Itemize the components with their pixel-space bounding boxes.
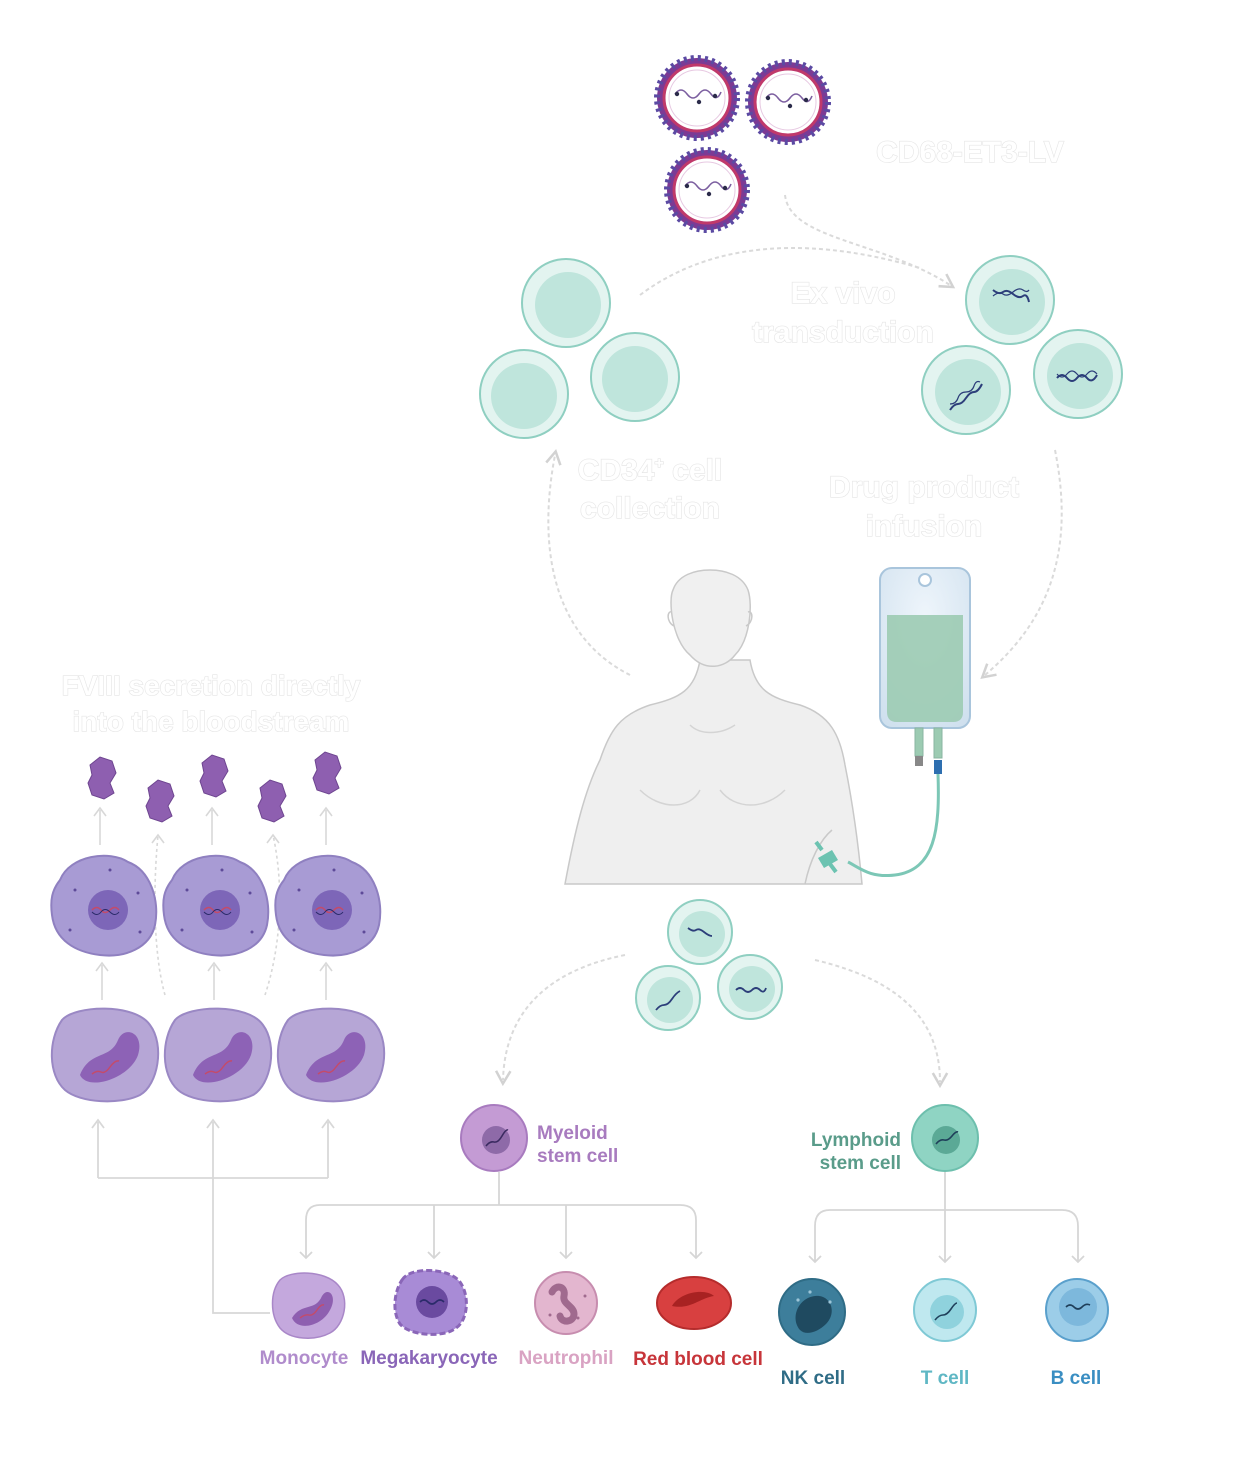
- lymphoid-stem-cell-icon: [911, 1104, 979, 1172]
- myeloid-lineage-tree: [299, 1172, 703, 1260]
- lentivirus-icon: [745, 59, 831, 145]
- fviii-protein-icon: [199, 754, 229, 798]
- megakaryocyte-icon: [393, 1268, 468, 1336]
- lymphoid-label-line2: stem cell: [820, 1153, 901, 1174]
- ex-vivo-label-line1: Ex vivo: [790, 277, 895, 310]
- cd34-stem-cell-icon: [521, 258, 611, 348]
- red-blood-cell-icon: [656, 1276, 732, 1330]
- cycle-arrows: [494, 194, 1063, 1089]
- transduced-monocyte-icon: [50, 1007, 160, 1103]
- cd34-stem-cell-icon: [590, 332, 680, 422]
- differentiation-arrows: [95, 834, 333, 1000]
- lymphoid-label-line1: Lymphoid: [811, 1130, 901, 1151]
- secretion-arrows: [93, 806, 333, 845]
- cd34-stem-cell-icon: [479, 349, 569, 439]
- cd34-collection-label-line2: collection: [580, 492, 720, 525]
- vector-label: CD68-ET3-LV: [876, 136, 1064, 169]
- nk-cell-label: NK cell: [781, 1368, 845, 1389]
- ex-vivo-label-line2: transduction: [752, 316, 934, 349]
- fviii-protein-icon: [87, 756, 117, 800]
- myeloid-label-line2: stem cell: [537, 1146, 618, 1167]
- b-cell-label: B cell: [1051, 1368, 1102, 1389]
- infusion-label-line2: infusion: [866, 510, 983, 543]
- myeloid-label-line1: Myeloid: [537, 1123, 608, 1144]
- transduced-cell-icon: [667, 899, 733, 965]
- nk-cell-icon: [778, 1278, 846, 1346]
- red-blood-cell-label: Red blood cell: [633, 1349, 763, 1370]
- neutrophil-icon: [534, 1271, 598, 1335]
- transduced-cell-icon: [635, 965, 701, 1031]
- fviii-label-line2: into the bloodstream: [73, 706, 350, 737]
- patient-icon: [564, 569, 863, 885]
- fviii-protein-icon: [257, 779, 287, 823]
- lentivirus-icon: [654, 55, 740, 141]
- monocyte-feed-connector: [91, 1118, 335, 1314]
- t-cell-icon: [913, 1278, 977, 1342]
- fviii-protein-icon: [145, 779, 175, 823]
- macrophage-icon: [50, 854, 158, 957]
- monocyte-icon: [271, 1272, 346, 1339]
- macrophage-icon: [274, 854, 382, 957]
- transduced-cell-icon: [717, 954, 783, 1020]
- neutrophil-label: Neutrophil: [519, 1348, 614, 1369]
- transduced-cell-icon: [921, 345, 1011, 435]
- t-cell-label: T cell: [921, 1368, 970, 1389]
- monocyte-label: Monocyte: [260, 1348, 349, 1369]
- transduced-cell-icon: [965, 255, 1055, 345]
- infusion-label-line1: Drug product: [829, 471, 1019, 504]
- lymphoid-lineage-tree: [808, 1172, 1085, 1264]
- transduced-cell-icon: [1033, 329, 1123, 419]
- fviii-protein-icon: [312, 751, 342, 795]
- transduced-monocyte-icon: [163, 1007, 273, 1103]
- myeloid-stem-cell-icon: [460, 1104, 528, 1172]
- transduced-monocyte-icon: [276, 1007, 386, 1103]
- b-cell-icon: [1045, 1278, 1109, 1342]
- iv-bag-icon: [814, 567, 971, 878]
- fviii-label-line1: FVIII secretion directly: [62, 670, 361, 701]
- lentivirus-icon: [664, 147, 750, 233]
- macrophage-icon: [162, 854, 270, 957]
- cd34-collection-label-line1: CD34+ cell: [578, 454, 722, 487]
- megakaryocyte-label: Megakaryocyte: [360, 1348, 497, 1369]
